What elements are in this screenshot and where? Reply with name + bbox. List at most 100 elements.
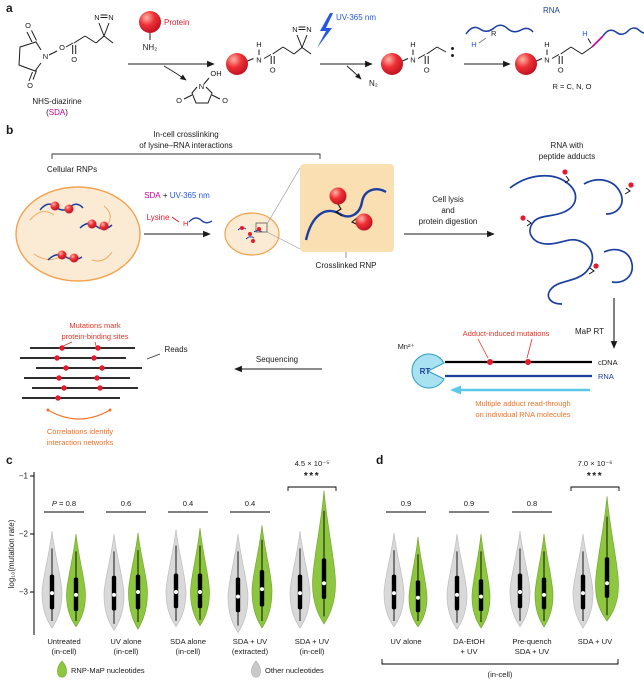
atom-h: H	[471, 40, 476, 49]
map-rt-label: MaP RT	[575, 327, 604, 336]
mutations-mark-line1: Mutations mark	[69, 321, 121, 330]
violin-rnp-map-median	[74, 592, 78, 597]
legend-label: Other nucleotides	[265, 666, 324, 675]
reaction-arrow-1	[128, 60, 215, 81]
p-value: 0.6	[121, 499, 132, 508]
atom-h: H	[582, 29, 587, 38]
rna-label: RNA	[598, 372, 614, 381]
atom-o: O	[71, 55, 77, 64]
atom-n: N	[108, 13, 113, 22]
mutations-mark-line2: protein-binding sites	[61, 332, 128, 341]
significance-bracket	[287, 486, 337, 491]
sda-structure	[18, 14, 114, 82]
x-category-label: DA-EtOH	[453, 637, 485, 646]
crosslinked-rnp-zoom: Crosslinked RNP	[300, 164, 394, 270]
lysine-h: H	[183, 219, 188, 228]
cellular-rnps-label: Cellular RNPs	[47, 165, 97, 174]
atom-h: H	[544, 40, 549, 49]
violin-rnp-map-median	[136, 590, 140, 594]
atom-r: R	[491, 29, 497, 38]
rna-substrate: RNA H R	[465, 6, 561, 49]
small-cell	[224, 167, 301, 256]
violin-other-median	[236, 594, 240, 599]
y-tick-label: −1	[19, 472, 29, 481]
p-value: 4.5 × 10⁻⁵	[295, 459, 330, 468]
sequencing-label: Sequencing	[256, 355, 298, 364]
violin-other-median	[518, 590, 522, 594]
sda-uv-label: SDA + UV-365 nm	[144, 191, 210, 200]
atom-o: O	[222, 96, 228, 105]
protein-ball	[226, 53, 248, 75]
violin-rnp-map-box	[321, 558, 327, 599]
lysis-line1: Cell lysis	[432, 195, 464, 204]
rna-adducts-line1: RNA with	[551, 141, 584, 150]
sda-uv-treatment: SDA + UV-365 nm Lysine H	[144, 191, 213, 238]
p-value: 0.8	[527, 499, 538, 508]
x-category-sublabel: (in-cell)	[300, 647, 325, 656]
cell-lysis-step: Cell lysis and protein digestion	[404, 195, 495, 238]
crosslinked-rnp-label: Crosslinked RNP	[316, 261, 377, 270]
x-category-sublabel: (in-cell)	[114, 647, 139, 656]
panel-a-label: a	[6, 1, 13, 15]
panel-b-workflow-diagram: b In-cell crosslinking of lysine–RNA int…	[6, 123, 634, 447]
rt-complex: Adduct-induced mutations Mn²⁺ RT cDNA RN…	[398, 329, 618, 419]
lysis-line3: protein digestion	[419, 217, 478, 226]
y-tick-label: −2	[19, 530, 29, 539]
atom-o: O	[270, 66, 276, 75]
significance-stars: ***	[304, 471, 320, 482]
atom-o: O	[176, 96, 182, 105]
significance-bracket	[570, 486, 620, 491]
lightning-bolt-icon	[317, 13, 333, 48]
protein-ball	[515, 53, 537, 75]
group-bracket	[381, 659, 619, 665]
uv-label: UV-365 nm	[336, 13, 376, 22]
group-bracket-label: (in-cell)	[488, 670, 513, 679]
map-rt-step: MaP RT	[575, 298, 618, 349]
readthrough-line1: Multiple adduct read-through	[475, 399, 570, 408]
rna-peptide-adducts: RNA with peptide adducts	[509, 141, 634, 305]
p-value: 0.4	[183, 499, 194, 508]
reads-stack: Mutations mark protein-binding sites Rea…	[20, 321, 188, 401]
protein-label: Protein	[164, 18, 189, 27]
amine-label: NH₂	[143, 43, 158, 52]
atom-o: O	[25, 21, 31, 30]
panel-b-label: b	[6, 123, 13, 137]
rnp-complex	[79, 219, 113, 231]
atom-o: O	[424, 66, 430, 75]
violin-rnp-map-median	[479, 594, 483, 599]
violin-rnp-map-median	[605, 581, 609, 586]
carbene-intermediate: H N O	[381, 40, 454, 75]
x-category-sublabel: (extracted)	[232, 647, 269, 656]
y-axis-title: log₁₀(mutation rate)	[7, 519, 16, 588]
nhs-leaving-group: N OH O O	[176, 69, 228, 105]
y-tick-label: −3	[19, 588, 29, 597]
cdna-label: cDNA	[598, 358, 618, 367]
r-definition: R = C, N, O	[553, 82, 592, 91]
lysis-line2: and	[441, 206, 454, 215]
atom-n: N	[43, 52, 48, 61]
x-category-label: SDA + UV	[295, 637, 330, 646]
atom-o: O	[59, 43, 65, 52]
protein-amine: Protein NH₂	[139, 11, 189, 52]
rna-label: RNA	[543, 6, 561, 15]
atom-h: H	[410, 40, 415, 49]
x-category-label: SDA + UV	[578, 637, 613, 646]
correlations-arc: Correlations identify interaction networ…	[46, 408, 114, 447]
p-value: 0.9	[401, 499, 412, 508]
violin-rnp-map-box	[604, 557, 610, 598]
violin-other-median	[174, 590, 178, 594]
violin-rnp-map-median	[322, 581, 326, 586]
significance-stars: ***	[587, 471, 603, 482]
x-category-sublabel: + UV	[460, 647, 478, 656]
legend-violin-glyph	[251, 660, 261, 678]
violin-other-median	[112, 592, 116, 597]
crosslinked-product: H N O H R = C, N, O	[515, 27, 644, 91]
violin-rnp-map-median	[542, 592, 546, 597]
panel-title-bracket: In-cell crosslinking of lysine–RNA inter…	[51, 130, 321, 159]
x-category-label: UV alone	[110, 637, 141, 646]
correlations-line1: Correlations identify	[47, 427, 114, 436]
p-value: P = 0.8	[52, 499, 76, 508]
